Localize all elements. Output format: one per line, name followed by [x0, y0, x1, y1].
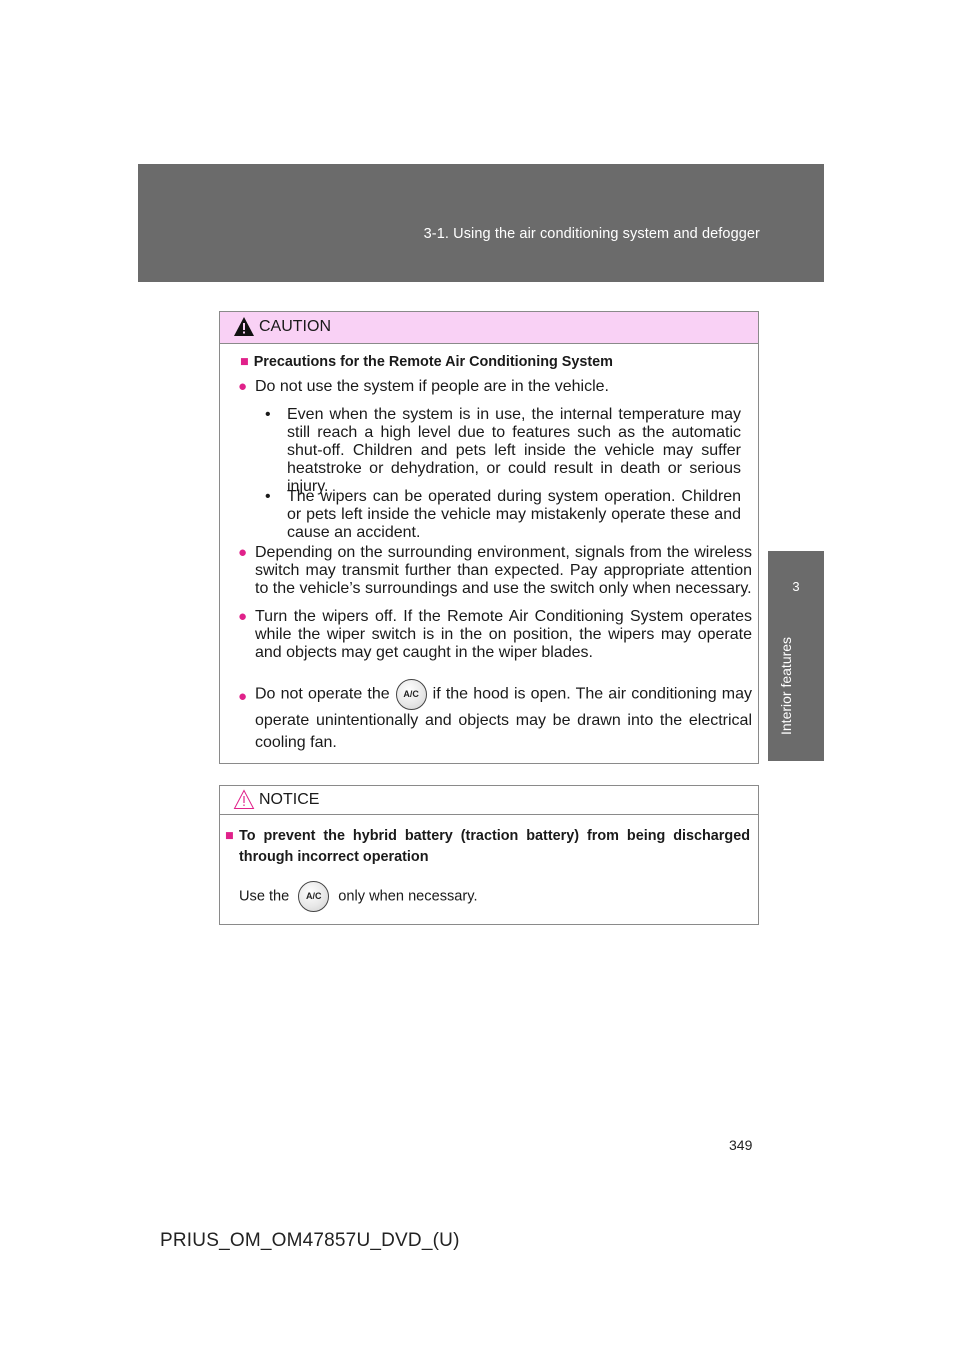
- caution-item: ● Turn the wipers off. If the Remote Air…: [238, 608, 752, 661]
- caution-sub-item: • Even when the system is in use, the in…: [265, 406, 741, 495]
- ac-button-icon: A/C: [298, 881, 330, 912]
- chapter-number: 3: [792, 579, 800, 594]
- dot-bullet-icon: •: [265, 406, 271, 423]
- notice-section-title: ■To prevent the hybrid battery (traction…: [225, 828, 750, 865]
- chapter-label: Interior features: [778, 636, 794, 735]
- notice-title: NOTICE: [259, 791, 320, 808]
- circle-bullet-icon: ●: [238, 608, 248, 625]
- circle-bullet-icon: ●: [238, 544, 248, 561]
- notice-box: NOTICE ■To prevent the hybrid battery (t…: [219, 785, 759, 925]
- square-bullet-icon: ■: [240, 354, 249, 370]
- dot-bullet-icon: •: [265, 488, 271, 505]
- page-number: 349: [729, 1137, 753, 1153]
- section-header-bar: 3-1. Using the air conditioning system a…: [138, 164, 824, 282]
- caution-sub-item: • The wipers can be operated during syst…: [265, 488, 741, 541]
- warning-triangle-icon: [233, 316, 255, 342]
- notice-header: NOTICE: [220, 786, 758, 815]
- caution-item: ● Depending on the surrounding environme…: [238, 544, 752, 597]
- document-code: PRIUS_OM_OM47857U_DVD_(U): [160, 1230, 460, 1251]
- square-bullet-icon: ■: [225, 828, 234, 844]
- warning-triangle-outline-icon: [233, 789, 255, 815]
- caution-box: CAUTION ■Precautions for the Remote Air …: [219, 311, 759, 764]
- chapter-side-tab: 3 Interior features: [768, 551, 824, 761]
- caution-header: CAUTION: [220, 312, 758, 344]
- circle-bullet-icon: ●: [238, 688, 248, 705]
- ac-button-icon: A/C: [395, 679, 427, 710]
- section-title: 3-1. Using the air conditioning system a…: [423, 226, 760, 242]
- caution-section-title: ■Precautions for the Remote Air Conditio…: [240, 354, 613, 370]
- caution-title: CAUTION: [259, 318, 331, 335]
- caution-item: ● Do not use the system if people are in…: [238, 378, 609, 395]
- circle-bullet-icon: ●: [238, 378, 248, 395]
